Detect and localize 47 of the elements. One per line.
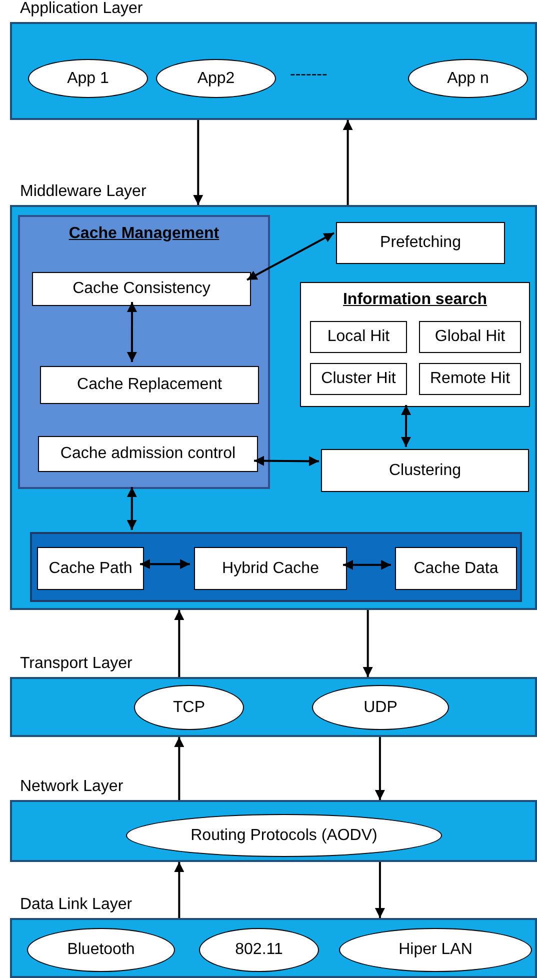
process-box: Remote Hit bbox=[419, 363, 521, 395]
arrow bbox=[362, 610, 373, 677]
process-box: Global Hit bbox=[419, 321, 521, 353]
ellipse-node: App2 bbox=[156, 59, 276, 98]
layer-heading: Network Layer bbox=[20, 778, 124, 796]
process-box: Prefetching bbox=[336, 222, 505, 264]
process-box: Cache Path bbox=[37, 547, 144, 590]
ellipse-node: UDP bbox=[312, 685, 449, 730]
double-arrow bbox=[343, 560, 391, 570]
double-arrow bbox=[126, 302, 137, 362]
cache-strip bbox=[30, 532, 522, 602]
ellipse-node: Routing Protocols (AODV) bbox=[126, 814, 442, 857]
cache-management-panel bbox=[18, 215, 270, 489]
arrow bbox=[174, 862, 184, 918]
arrow bbox=[374, 862, 385, 918]
process-box: Cache Replacement bbox=[40, 366, 259, 404]
panel-heading: Cache Management bbox=[68, 225, 220, 243]
process-box: Cache Consistency bbox=[32, 272, 251, 306]
double-arrow bbox=[126, 487, 137, 530]
process-box: Cache Data bbox=[395, 547, 517, 590]
double-arrow bbox=[140, 559, 190, 570]
information-search-panel bbox=[300, 282, 530, 407]
layer-heading: Transport Layer bbox=[20, 655, 132, 673]
dashed-ellipsis: ------- bbox=[290, 66, 328, 84]
arrow bbox=[374, 737, 385, 800]
layer-heading: Middleware Layer bbox=[20, 183, 146, 201]
process-box: Cache admission control bbox=[38, 436, 258, 472]
process-box: Clustering bbox=[321, 449, 529, 492]
arrow bbox=[174, 610, 184, 677]
ellipse-node: TCP bbox=[134, 685, 244, 730]
process-box: Cluster Hit bbox=[310, 363, 407, 395]
arrow bbox=[193, 120, 204, 205]
ellipse-node: Bluetooth bbox=[27, 928, 175, 972]
arrow bbox=[342, 120, 353, 205]
ellipse-node: App 1 bbox=[28, 59, 148, 98]
process-box: Local Hit bbox=[310, 321, 407, 353]
arrow bbox=[174, 737, 184, 800]
layer-heading: Data Link Layer bbox=[20, 896, 132, 914]
layer-heading: Application Layer bbox=[20, 0, 143, 18]
ellipse-node: App n bbox=[408, 59, 528, 98]
double-arrow bbox=[254, 456, 319, 466]
ellipse-node: Hiper LAN bbox=[339, 928, 532, 972]
ellipse-node: 802.11 bbox=[199, 928, 319, 972]
double-arrow bbox=[246, 232, 334, 281]
panel-heading: Information search bbox=[342, 291, 488, 309]
double-arrow bbox=[400, 405, 412, 447]
process-box: Hybrid Cache bbox=[194, 547, 347, 590]
